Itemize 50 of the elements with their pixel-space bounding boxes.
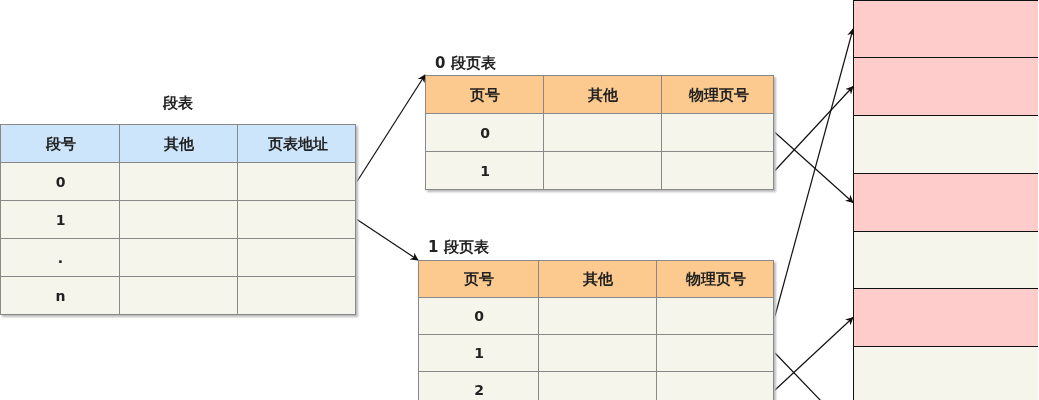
page-frame <box>854 231 1038 289</box>
table-title: 1 段页表 <box>428 237 489 257</box>
row-number: 1 <box>55 211 66 228</box>
table-row <box>418 297 774 335</box>
table-header-row <box>425 75 774 114</box>
table-row <box>0 238 356 277</box>
table-row <box>425 113 774 152</box>
column-header: 段号 <box>45 134 76 153</box>
row-number: 0 <box>474 308 484 324</box>
page-table <box>425 53 774 190</box>
column-header: 物理页号 <box>686 269 746 289</box>
row-number: 1 <box>480 162 490 179</box>
page-frame <box>854 0 1038 58</box>
page-frame <box>854 115 1038 174</box>
row-number: 0 <box>480 124 490 141</box>
column-header: 其他 <box>583 269 613 289</box>
column-header: 其他 <box>588 85 618 104</box>
row-number: . <box>57 249 64 266</box>
row-number: 2 <box>474 382 484 398</box>
page-frame <box>854 57 1038 116</box>
page-table <box>418 236 774 400</box>
table-title: 段表 <box>163 93 193 113</box>
page-frame <box>854 173 1038 232</box>
column-header: 页号 <box>470 85 500 104</box>
arrow <box>356 74 426 183</box>
arrow <box>774 131 854 204</box>
table-row <box>0 276 356 315</box>
table-row <box>425 151 774 190</box>
row-number: 0 <box>55 173 66 190</box>
table-title: 0 段页表 <box>435 53 496 73</box>
arrow <box>774 85 854 172</box>
connector-line <box>774 352 823 400</box>
table-row <box>418 371 774 400</box>
table-row <box>0 200 356 239</box>
table-header-row <box>418 260 774 298</box>
row-number: n <box>55 287 66 304</box>
page-frame <box>854 346 1038 400</box>
column-header: 页号 <box>464 269 494 289</box>
column-header: 物理页号 <box>688 85 749 104</box>
arrow <box>356 218 419 261</box>
table-row <box>418 334 774 372</box>
memory-column <box>853 0 1037 400</box>
row-number: 1 <box>474 345 484 361</box>
column-header: 其他 <box>164 134 194 153</box>
column-header: 页表地址 <box>267 134 328 153</box>
table-row <box>0 162 356 201</box>
arrow <box>774 316 854 391</box>
arrow <box>774 28 855 317</box>
table-header-row <box>0 124 356 163</box>
page-frame <box>854 288 1038 347</box>
